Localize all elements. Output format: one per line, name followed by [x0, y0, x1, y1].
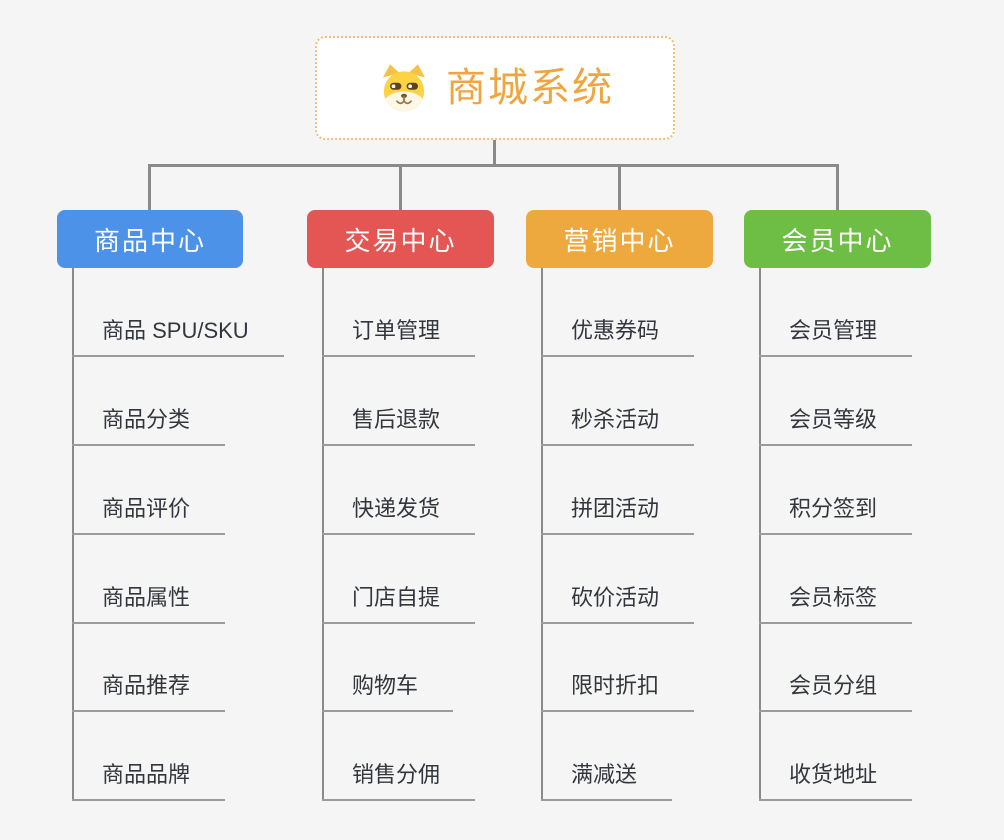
connector-bus [148, 164, 839, 167]
branch-label: 商品中心 [93, 225, 206, 256]
subtopic[interactable]: 门店自提 [322, 584, 476, 624]
branch-member-center[interactable]: 会员中心 [744, 210, 931, 268]
subtopic[interactable]: 商品 SPU/SKU [72, 317, 284, 357]
subtopic[interactable]: 商品推荐 [72, 672, 226, 712]
branch-product-center[interactable]: 商品中心 [57, 210, 243, 268]
subtopic[interactable]: 会员分组 [759, 672, 913, 712]
connector-drop-2 [399, 164, 402, 210]
subtopic[interactable]: 购物车 [322, 672, 454, 712]
subtopic[interactable]: 商品品牌 [72, 761, 226, 801]
subtopic[interactable]: 砍价活动 [541, 584, 695, 624]
root-topic-label: 商城系统 [446, 66, 614, 110]
subtopic[interactable]: 会员等级 [759, 406, 913, 446]
shiba-dog-icon [383, 64, 425, 112]
root-topic[interactable]: 商城系统 [315, 36, 675, 140]
subtopic[interactable]: 会员标签 [759, 584, 913, 624]
subtopic[interactable]: 商品评价 [72, 495, 226, 535]
connector-drop-1 [148, 164, 151, 210]
subtopic[interactable]: 积分签到 [759, 495, 913, 535]
branch-marketing-center[interactable]: 营销中心 [526, 210, 713, 268]
connector-root-stub [493, 140, 496, 166]
subtopic[interactable]: 快递发货 [322, 495, 476, 535]
branch-label: 交易中心 [344, 225, 457, 256]
connector-drop-3 [618, 164, 621, 210]
subtopic[interactable]: 优惠券码 [541, 317, 695, 357]
subtopic[interactable]: 订单管理 [322, 317, 476, 357]
subtopic[interactable]: 限时折扣 [541, 672, 695, 712]
connector-drop-4 [836, 164, 839, 210]
branch-label: 会员中心 [781, 225, 894, 256]
subtopic[interactable]: 会员管理 [759, 317, 913, 357]
subtopic[interactable]: 销售分佣 [322, 761, 476, 801]
subtopic[interactable]: 秒杀活动 [541, 406, 695, 446]
subtopic[interactable]: 收货地址 [759, 761, 913, 801]
subtopic[interactable]: 拼团活动 [541, 495, 695, 535]
subtopic[interactable]: 商品属性 [72, 584, 226, 624]
subtopic[interactable]: 售后退款 [322, 406, 476, 446]
branch-trade-center[interactable]: 交易中心 [307, 210, 494, 268]
subtopic[interactable]: 商品分类 [72, 406, 226, 446]
subtopic[interactable]: 满减送 [541, 761, 673, 801]
branch-label: 营销中心 [563, 225, 676, 256]
